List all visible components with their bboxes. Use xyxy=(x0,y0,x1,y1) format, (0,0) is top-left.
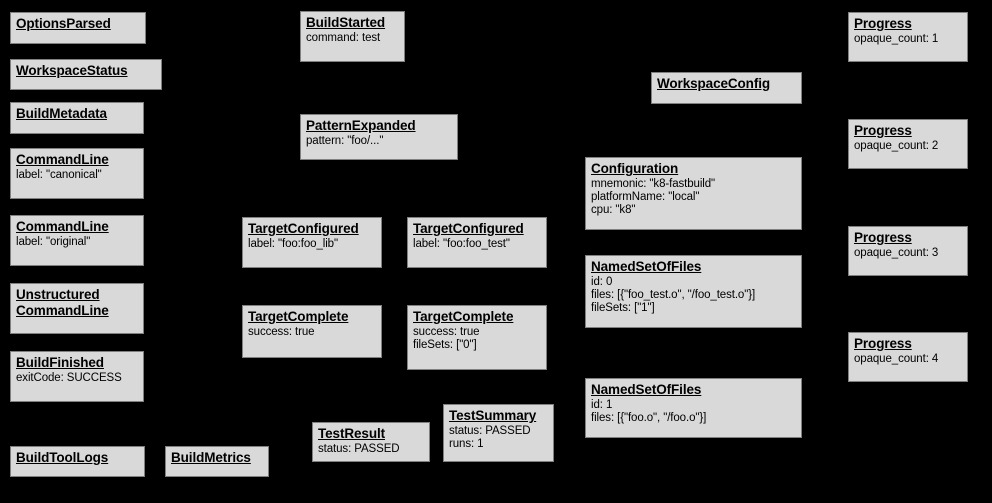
event-node-build-metadata[interactable]: BuildMetadata xyxy=(10,102,144,134)
event-node-attribute: cpu: "k8" xyxy=(591,204,636,217)
event-node-unstructured-command-line[interactable]: Unstructured CommandLine xyxy=(10,283,144,334)
event-node-title: TestSummary xyxy=(449,408,537,423)
event-node-options-parsed[interactable]: OptionsParsed xyxy=(10,12,146,44)
event-node-title: WorkspaceConfig xyxy=(657,76,771,91)
event-node-title: TargetConfigured xyxy=(248,221,359,236)
event-node-attributes: opaque_count: 1 xyxy=(854,33,962,46)
event-node-attributes: success: true xyxy=(248,326,376,339)
event-node-attributes: pattern: "foo/..." xyxy=(306,135,452,148)
event-node-attributes: label: "foo:foo_test" xyxy=(413,238,541,251)
event-node-build-tool-logs[interactable]: BuildToolLogs xyxy=(10,446,145,477)
event-node-title: BuildFinished xyxy=(16,355,104,370)
event-node-title: TargetComplete xyxy=(248,309,349,324)
event-node-title: BuildStarted xyxy=(306,15,386,30)
event-node-attribute: opaque_count: 1 xyxy=(854,32,939,45)
event-node-attributes: command: test xyxy=(306,32,399,45)
event-node-workspace-status[interactable]: WorkspaceStatus xyxy=(10,59,162,90)
event-node-attribute: label: "foo:foo_lib" xyxy=(248,237,338,250)
event-node-attribute: status: PASSED xyxy=(449,424,531,437)
event-node-title: Progress xyxy=(854,16,912,31)
event-node-attribute: pattern: "foo/..." xyxy=(306,134,384,147)
event-node-attribute: platformName: "local" xyxy=(591,190,700,203)
event-node-attributes: label: "foo:foo_lib" xyxy=(248,238,376,251)
event-node-title: BuildMetadata xyxy=(16,106,107,121)
event-node-attribute: id: 1 xyxy=(591,398,613,411)
event-node-title: TargetConfigured xyxy=(413,221,524,236)
event-node-attributes: status: PASSED xyxy=(318,443,424,456)
event-node-title: Progress xyxy=(854,336,912,351)
event-node-attribute: mnemonic: "k8-fastbuild" xyxy=(591,177,716,190)
event-node-attribute: files: [{"foo_test.o", "/foo_test.o"}] xyxy=(591,288,756,301)
event-node-title: Progress xyxy=(854,230,912,245)
event-node-attributes: opaque_count: 3 xyxy=(854,247,962,260)
event-node-attribute: label: "foo:foo_test" xyxy=(413,237,510,250)
event-node-attribute: files: [{"foo.o", "/foo.o"}] xyxy=(591,411,707,424)
event-node-build-metrics[interactable]: BuildMetrics xyxy=(165,446,269,477)
event-node-title: Unstructured CommandLine xyxy=(16,287,109,318)
event-node-attributes: label: "original" xyxy=(16,236,138,249)
event-node-attribute: label: "original" xyxy=(16,235,91,248)
event-node-attribute: opaque_count: 4 xyxy=(854,352,939,365)
event-node-title: BuildToolLogs xyxy=(16,450,109,465)
event-node-attributes: label: "canonical" xyxy=(16,169,138,182)
event-node-title: BuildMetrics xyxy=(171,450,251,465)
event-node-attribute: fileSets: ["1"] xyxy=(591,302,655,315)
event-node-title: NamedSetOfFiles xyxy=(591,259,702,274)
event-node-title: NamedSetOfFiles xyxy=(591,382,702,397)
event-node-attributes: opaque_count: 4 xyxy=(854,353,962,366)
event-node-title: TargetComplete xyxy=(413,309,514,324)
event-node-attribute: opaque_count: 3 xyxy=(854,246,939,259)
event-node-title: CommandLine xyxy=(16,152,109,167)
event-node-attributes: mnemonic: "k8-fastbuild"platformName: "l… xyxy=(591,178,796,218)
event-node-attribute: label: "canonical" xyxy=(16,168,102,181)
event-node-title: PatternExpanded xyxy=(306,118,416,133)
event-node-title: Progress xyxy=(854,123,912,138)
event-node-attribute: success: true xyxy=(413,325,480,338)
event-node-attribute: id: 0 xyxy=(591,275,613,288)
event-node-attribute: success: true xyxy=(248,325,315,338)
event-node-attributes: opaque_count: 2 xyxy=(854,140,962,153)
event-node-title: CommandLine xyxy=(16,219,109,234)
event-node-attribute: fileSets: ["0"] xyxy=(413,338,477,351)
event-node-title: WorkspaceStatus xyxy=(16,63,128,78)
event-node-attribute: status: PASSED xyxy=(318,442,400,455)
event-node-attribute: opaque_count: 2 xyxy=(854,139,939,152)
event-node-attribute: command: test xyxy=(306,31,381,44)
event-node-title: OptionsParsed xyxy=(16,16,111,31)
event-node-attribute: runs: 1 xyxy=(449,437,484,450)
event-node-title: Configuration xyxy=(591,161,679,176)
event-node-attribute: exitCode: SUCCESS xyxy=(16,371,122,384)
event-node-title: TestResult xyxy=(318,426,386,441)
event-node-workspace-config[interactable]: WorkspaceConfig xyxy=(651,72,802,104)
event-node-attributes: exitCode: SUCCESS xyxy=(16,372,138,385)
